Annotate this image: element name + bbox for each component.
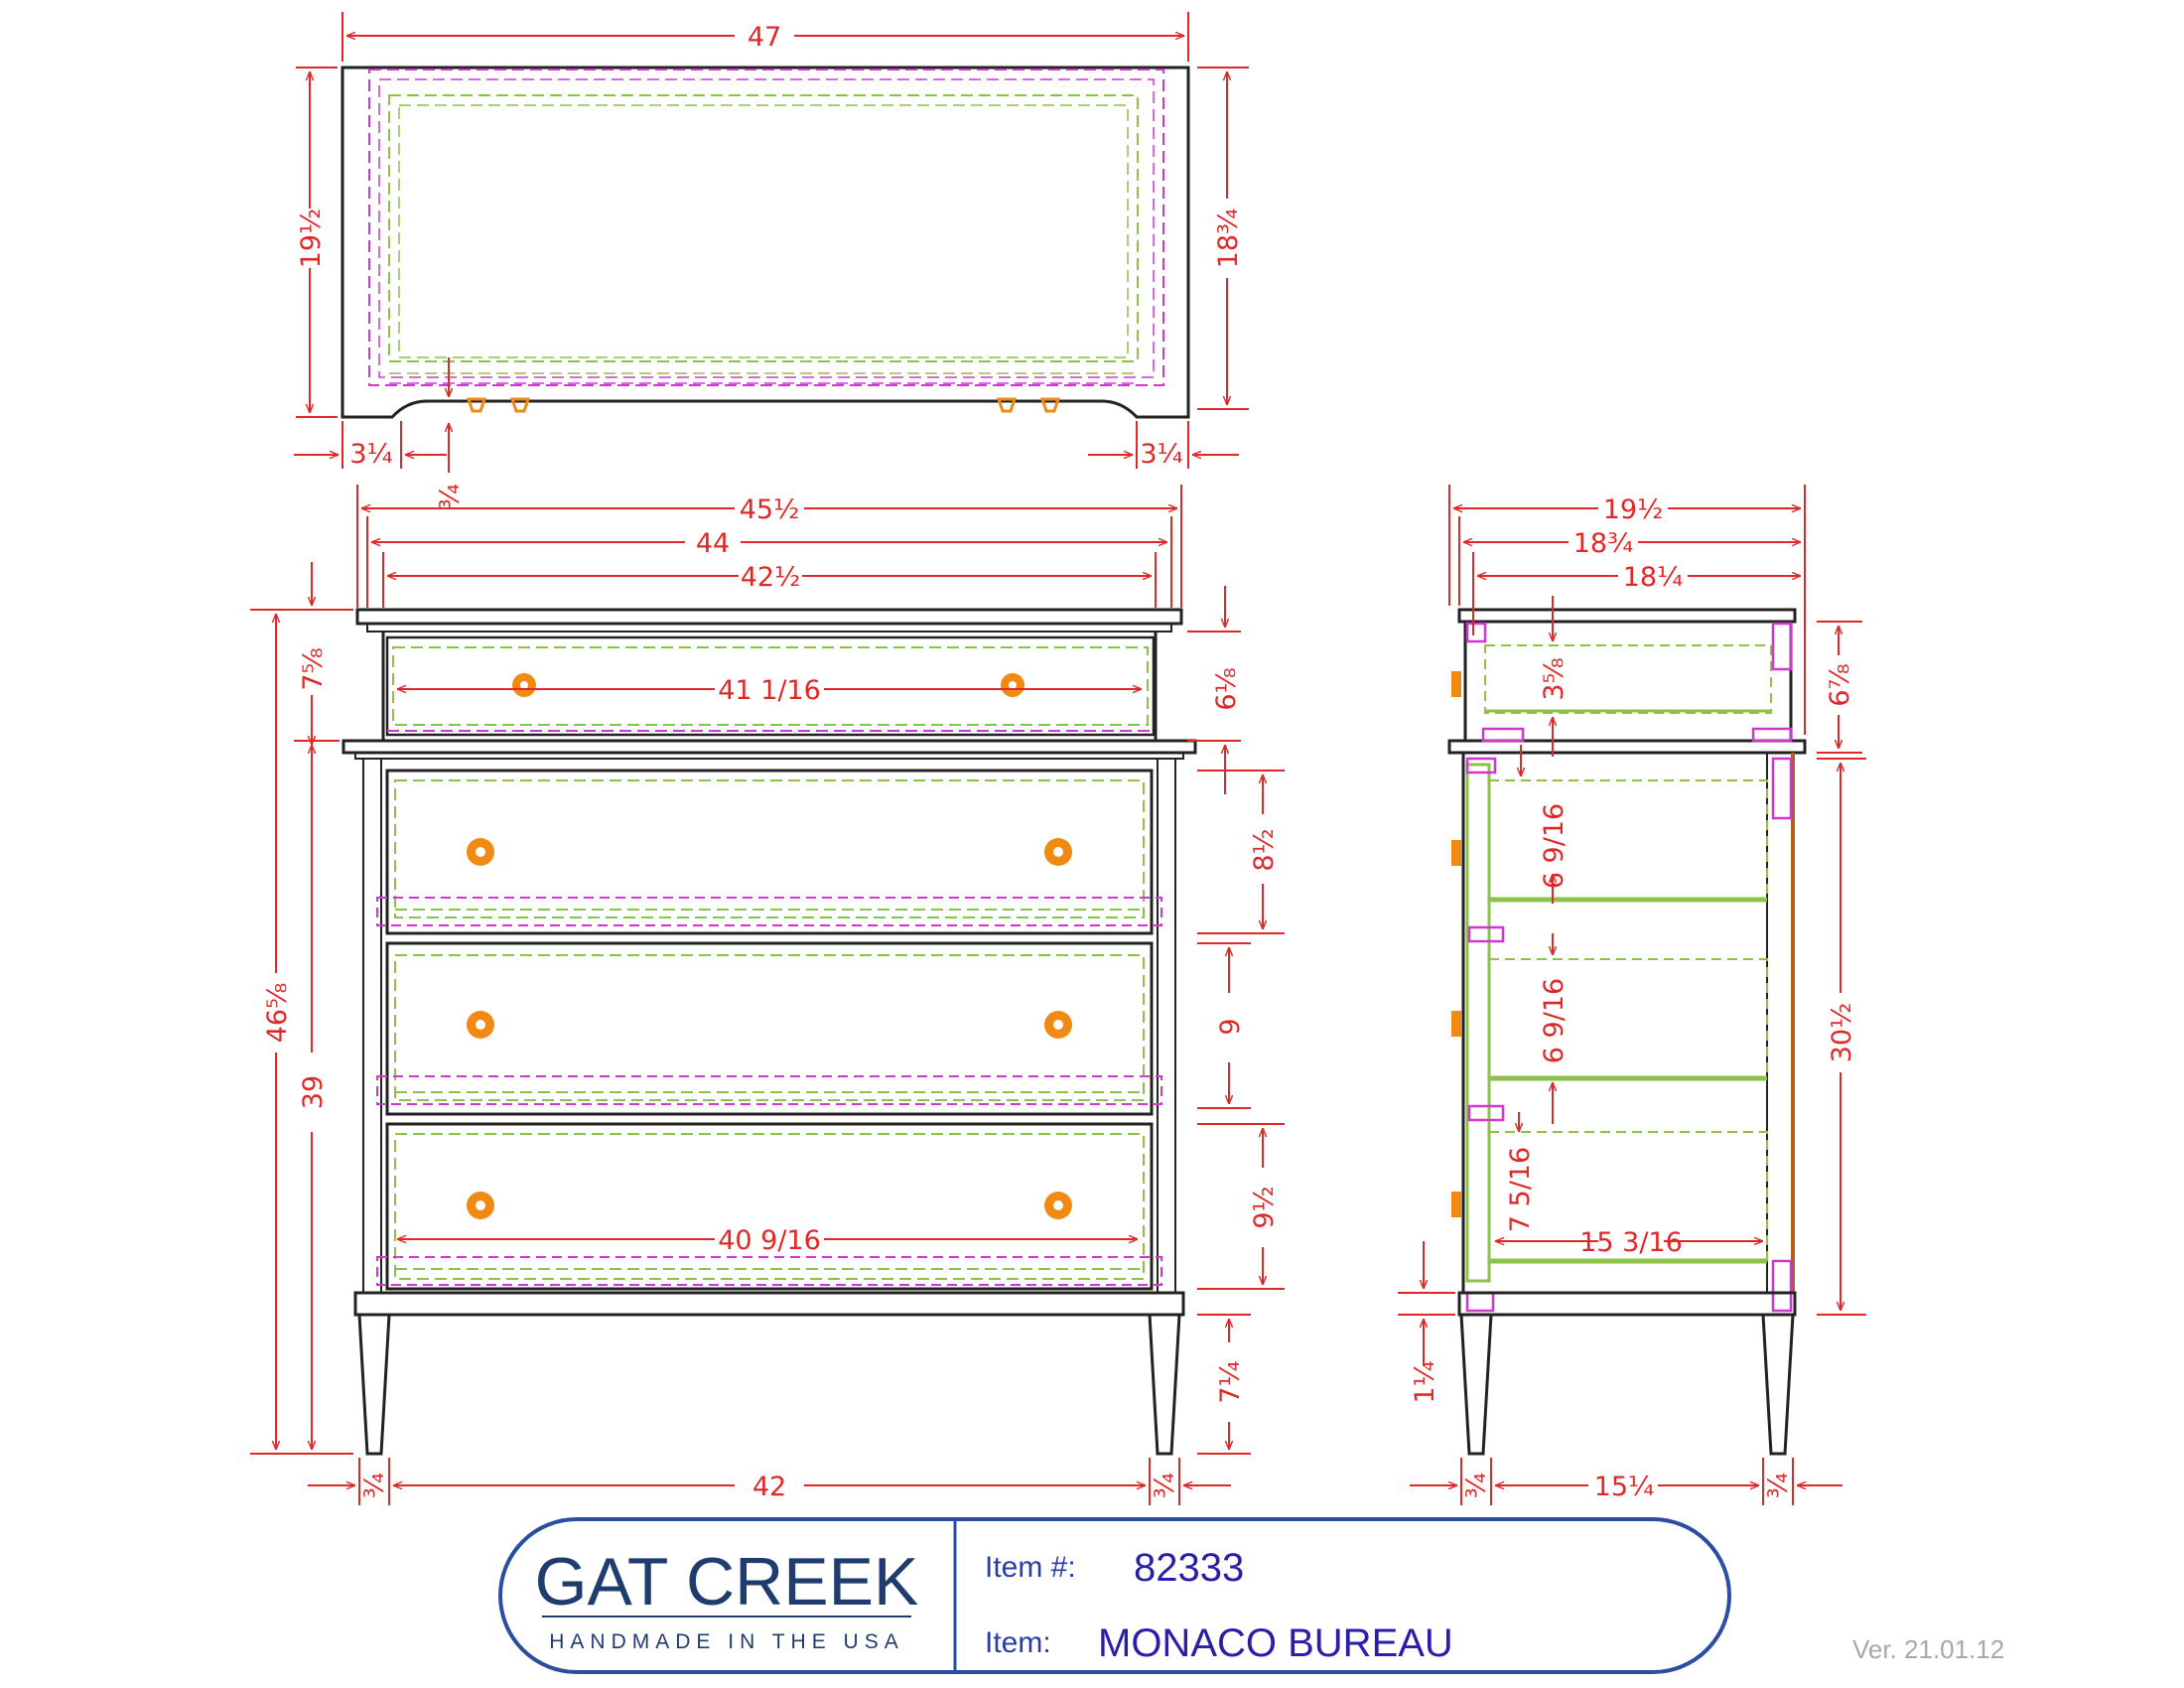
dim-side-leg-left-inset: ¾ (1461, 1473, 1492, 1498)
dim-side-upper-height: 6⅞ (1825, 663, 1855, 706)
dim-side-drawer-length: 15 3/16 (1579, 1227, 1683, 1258)
dim-side-leg-right-inset: ¾ (1763, 1473, 1794, 1498)
item-number-value: 82333 (1134, 1546, 1244, 1590)
dim-overall-height: 46⅝ (262, 983, 293, 1044)
dim-drawer2-height: 9 (1215, 1018, 1246, 1035)
dim-side-drawer3-depth: 7 5/16 (1505, 1147, 1536, 1232)
dim-side-drawer1-depth: 6 9/16 (1539, 803, 1570, 889)
dim-top-drawer-width: 41 1/16 (718, 675, 821, 706)
dim-side-inner-depth: 18¼ (1623, 562, 1684, 593)
dim-bottom-drawer-width: 40 9/16 (718, 1225, 821, 1256)
dim-leg-right-inset: ¾ (1150, 1473, 1180, 1498)
top-view (341, 66, 1190, 419)
dim-leg-left-inset: ¾ (359, 1473, 390, 1498)
front-view (341, 608, 1197, 1456)
dimension-lines (250, 12, 1866, 1505)
item-number-label: Item #: (985, 1551, 1076, 1584)
dim-drawer3-height: 9½ (1249, 1186, 1280, 1228)
dim-side-drawer2-depth: 6 9/16 (1539, 978, 1570, 1063)
dim-top-drawer-height: 6⅛ (1211, 667, 1242, 710)
dim-top-depth: 19½ (296, 209, 327, 269)
dim-upper-section-height: 7⅝ (298, 647, 329, 690)
dim-side-case-height: 30½ (1827, 1003, 1857, 1063)
item-name-value: MONACO BUREAU (1098, 1621, 1453, 1665)
knob-icon (466, 397, 1061, 413)
dimension-labels: 47 19½ 18¾ 3¼ 3¼ ¾ 45½ 44 42½ 41 1/16 40… (262, 22, 1857, 1502)
dim-leg-spacing: 42 (752, 1472, 786, 1502)
dim-leg-height: 7¼ (1215, 1360, 1246, 1403)
dim-top-inner-depth: 18¾ (1213, 209, 1244, 269)
version-label: Ver. 21.01.12 (1852, 1634, 2004, 1664)
brand-tagline: HANDMADE IN THE USA (549, 1630, 903, 1653)
knob-icon (467, 673, 1072, 1219)
dim-front-overall-width: 45½ (740, 494, 800, 525)
dim-side-leg-spacing: 15¼ (1594, 1472, 1655, 1502)
side-view (1447, 608, 1807, 1456)
knob-icon (1451, 671, 1461, 1217)
item-name-label: Item: (985, 1626, 1051, 1659)
dim-front-case-width: 44 (696, 528, 730, 559)
dim-side-case-depth: 18¾ (1573, 528, 1634, 559)
dim-top-small-offset: ¾ (435, 484, 466, 509)
brand-logo: GAT CREEK (535, 1544, 919, 1619)
dim-top-left-offset: 3¼ (349, 439, 392, 470)
dim-case-height: 39 (298, 1075, 329, 1109)
dim-top-width: 47 (748, 22, 781, 53)
dim-side-overall-depth: 19½ (1603, 494, 1664, 525)
dim-side-top-drawer-depth: 3⅝ (1539, 657, 1570, 700)
dim-top-right-offset: 3¼ (1140, 439, 1182, 470)
dim-drawer1-height: 8½ (1249, 828, 1280, 871)
dim-side-apron: 1¼ (1410, 1360, 1440, 1403)
title-block: GAT CREEK HANDMADE IN THE USA Item #: 82… (498, 1517, 1731, 1674)
dim-front-inner-width: 42½ (741, 562, 801, 593)
